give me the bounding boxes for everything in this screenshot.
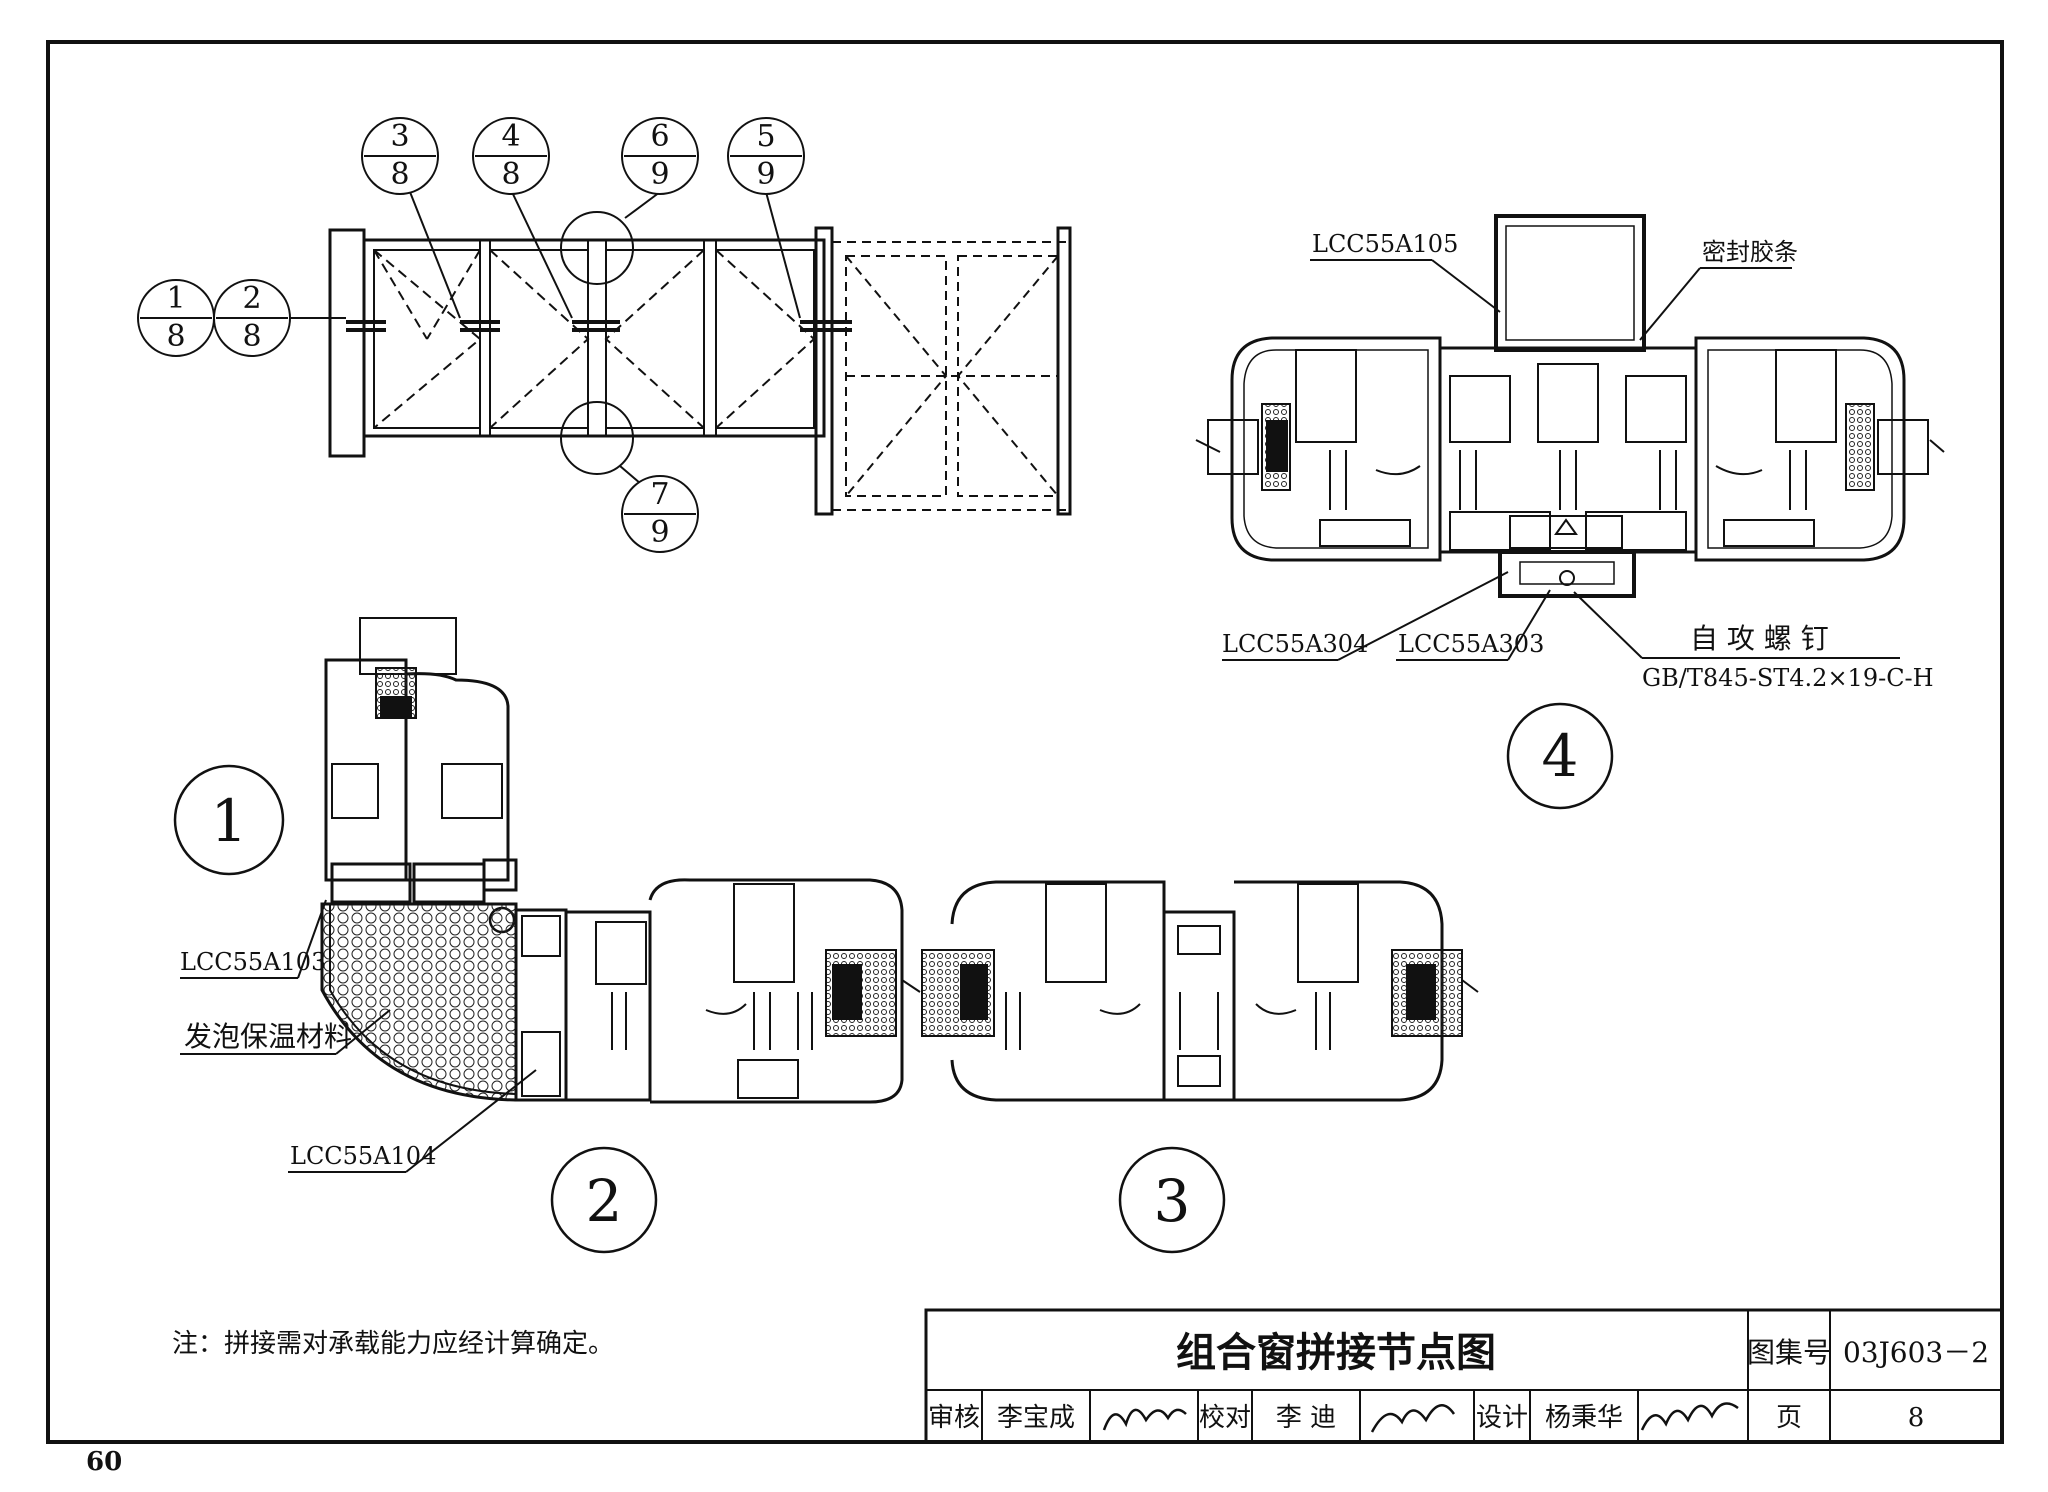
designer-signature <box>1640 1402 1739 1431</box>
callout-5-9: 5 9 <box>727 117 805 195</box>
review-label: 审核 <box>928 1403 980 1433</box>
svg-text:1: 1 <box>211 787 248 855</box>
svg-text:8: 8 <box>166 319 185 354</box>
atlas-number: 03J603－2 <box>1843 1336 1989 1369</box>
atlas-label: 图集号 <box>1747 1336 1831 1369</box>
title-block: 组合窗拼接节点图 图集号 03J603－2 审核 李宝成 校对 李 迪 设计 杨… <box>924 1308 2004 1444</box>
detail-1-2-section <box>320 617 921 1104</box>
svg-text:1: 1 <box>166 281 185 316</box>
label-screw-spec: GB/T845-ST4.2×19-C-H <box>1642 664 1934 692</box>
label-lcc55a303: LCC55A303 <box>1398 630 1544 658</box>
label-foam-insulation: 发泡保温材料 <box>184 1020 352 1053</box>
designer-name: 杨秉华 <box>1545 1403 1623 1433</box>
label-seal-strip: 密封胶条 <box>1702 238 1798 266</box>
reviewer-name: 李宝成 <box>997 1403 1075 1433</box>
label-lcc55a105: LCC55A105 <box>1312 230 1458 258</box>
detail-marker-4: 4 <box>1506 702 1614 810</box>
callout-2-8: 2 8 <box>213 279 291 357</box>
svg-text:3: 3 <box>1154 1167 1191 1235</box>
svg-text:2: 2 <box>586 1167 623 1235</box>
svg-text:2: 2 <box>242 281 261 316</box>
detail-4-section <box>1195 214 1945 598</box>
note-text: 注：拼接需对承载能力应经计算确定。 <box>172 1329 614 1359</box>
callout-3-8: 3 8 <box>361 117 439 195</box>
svg-text:8: 8 <box>242 319 261 354</box>
svg-text:3: 3 <box>390 119 409 154</box>
svg-text:4: 4 <box>501 119 520 154</box>
label-lcc55a103: LCC55A103 <box>180 948 326 976</box>
checker-signature <box>1370 1404 1456 1433</box>
callout-4-8: 4 8 <box>472 117 550 195</box>
drawing-title: 组合窗拼接节点图 <box>1176 1329 1496 1376</box>
svg-text:9: 9 <box>650 157 669 192</box>
svg-text:8: 8 <box>390 157 409 192</box>
label-lcc55a304: LCC55A304 <box>1222 630 1368 658</box>
reviewer-signature <box>1102 1408 1187 1431</box>
label-self-tapping-screw: 自 攻 螺 钉 <box>1690 622 1829 655</box>
callout-6-9: 6 9 <box>621 117 699 195</box>
page-label: 页 <box>1776 1403 1802 1433</box>
checker-name: 李 迪 <box>1276 1403 1336 1433</box>
detail-marker-3: 3 <box>1118 1146 1226 1254</box>
svg-text:8: 8 <box>501 157 520 192</box>
sheet-page-number: 60 <box>86 1447 122 1477</box>
svg-text:9: 9 <box>756 157 775 192</box>
label-lcc55a104: LCC55A104 <box>290 1142 436 1170</box>
svg-text:5: 5 <box>756 119 775 154</box>
page-number: 8 <box>1908 1403 1925 1433</box>
callout-1-8: 1 8 <box>137 279 215 357</box>
design-label: 设计 <box>1476 1403 1528 1433</box>
detail-3-section <box>921 880 1479 1102</box>
detail-marker-1: 1 <box>173 764 285 876</box>
callout-7-9: 7 9 <box>621 475 699 553</box>
svg-text:7: 7 <box>650 477 669 512</box>
check-label: 校对 <box>1199 1403 1251 1433</box>
svg-text:9: 9 <box>650 515 669 550</box>
window-elevation <box>290 191 1072 516</box>
detail-marker-2: 2 <box>550 1146 658 1254</box>
svg-text:6: 6 <box>650 119 669 154</box>
svg-text:4: 4 <box>1542 722 1579 790</box>
